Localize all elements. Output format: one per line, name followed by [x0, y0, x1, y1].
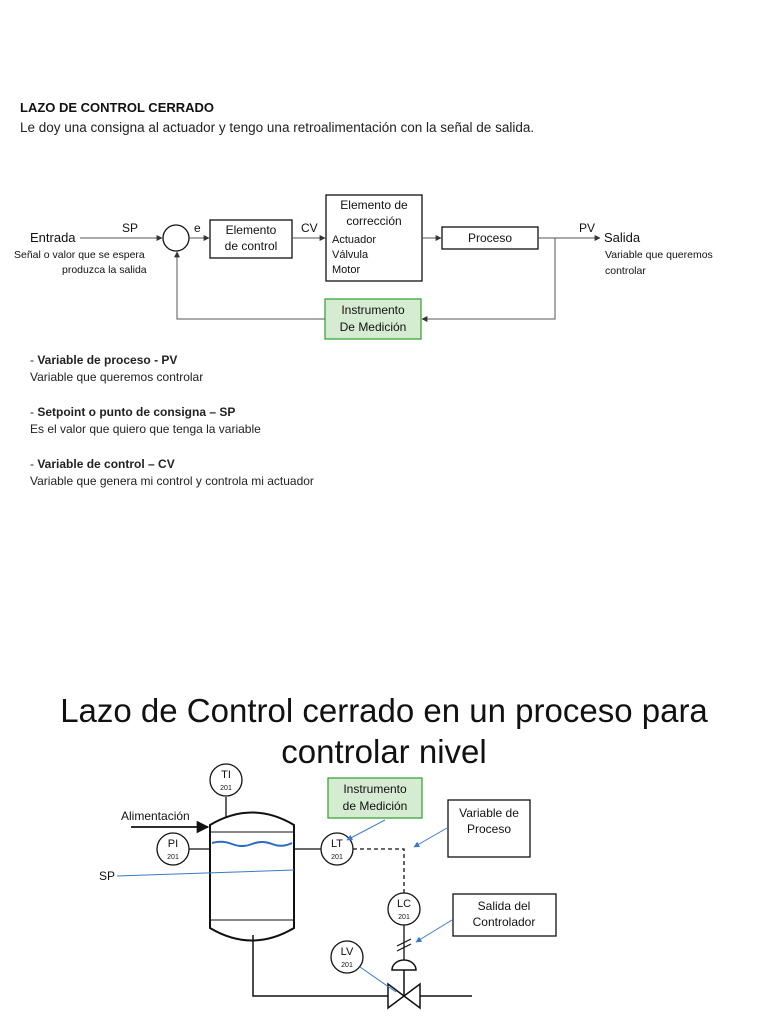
signal-hatch-1	[396, 938, 412, 947]
outlet-pipe	[252, 935, 388, 997]
pv-box-label-2: Proceso	[467, 822, 511, 836]
output-label: Salida	[604, 230, 641, 245]
sensor-label-1: Instrumento	[341, 303, 405, 317]
control-valve	[387, 982, 421, 1010]
instrument-label-1: Instrumento	[343, 782, 407, 796]
sp-line	[116, 869, 295, 877]
pv-box-label-1: Variable de	[459, 806, 519, 820]
lt-number: 201	[331, 854, 343, 861]
definition-sp: - Setpoint o punto de consigna – SP Es e…	[30, 405, 261, 436]
instrument-pointer	[346, 819, 386, 841]
pv-label: PV	[579, 221, 595, 235]
definition-cv: - Variable de control – CV Variable que …	[30, 457, 314, 488]
pi-number: 201	[167, 854, 179, 861]
input-note-1: Señal o valor que se espera	[14, 249, 145, 261]
liquid-level	[211, 840, 293, 847]
definition-term: Variable de proceso - PV	[37, 353, 178, 367]
definition-description: Variable que genera mi control y control…	[30, 474, 314, 488]
level-control-title: Lazo de Control cerrado en un proceso pa…	[60, 692, 708, 770]
signal-hatch-2	[396, 943, 412, 952]
ti-number: 201	[220, 785, 232, 792]
lc-number: 201	[398, 914, 410, 921]
correction-title-2: corrección	[346, 214, 401, 228]
output-note-2: controlar	[605, 265, 646, 277]
sensor-label-2: De Medición	[340, 320, 407, 334]
cv-label: CV	[301, 221, 318, 235]
pv-pointer	[413, 827, 448, 848]
lv-tag: LV	[341, 946, 354, 958]
definition-term: Variable de control – CV	[37, 457, 175, 471]
error-label: e	[194, 221, 201, 235]
out-box-label-1: Salida del	[478, 899, 531, 913]
definition-pv: - Variable de proceso - PV Variable que …	[30, 353, 204, 384]
lv-number: 201	[341, 962, 353, 969]
correction-item-valve: Válvula	[332, 249, 369, 261]
sp-label: SP	[99, 869, 115, 883]
controller-label-2: de control	[225, 239, 278, 253]
definition-term: Setpoint o punto de consigna – SP	[37, 405, 236, 419]
signal-line-lt-lc	[353, 848, 405, 893]
section-title: LAZO DE CONTROL CERRADO	[20, 100, 215, 115]
lv-instrument	[330, 940, 364, 974]
input-note-2: produzca la salida	[62, 264, 147, 276]
lv-pointer	[359, 966, 397, 993]
correction-item-actuator: Actuador	[332, 234, 376, 246]
ti-tag: TI	[221, 769, 231, 781]
controller-output-pointer	[415, 919, 453, 943]
controller-block	[209, 219, 293, 259]
block-diagram: Entrada Señal o valor que se espera prod…	[14, 194, 713, 340]
feed-label: Alimentación	[121, 809, 190, 823]
input-label: Entrada	[30, 230, 76, 245]
correction-title-1: Elemento de	[340, 198, 408, 212]
out-box-label-2: Controlador	[473, 915, 536, 929]
pid-diagram: TI 201 Alimentación PI 201 SP LT 201 LC …	[99, 763, 557, 1010]
summing-junction	[162, 224, 190, 252]
definition-description: Es el valor que quiero que tenga la vari…	[30, 422, 261, 436]
instrument-label-2: de Medición	[343, 799, 408, 813]
controller-label-1: Elemento	[226, 223, 277, 237]
sp-label: SP	[122, 221, 138, 235]
measurement-instrument-block	[324, 298, 422, 340]
pi-tag: PI	[168, 838, 178, 850]
definition-description: Variable que queremos controlar	[30, 370, 204, 384]
feedback-line-in	[421, 238, 556, 322]
correction-item-motor: Motor	[332, 264, 360, 276]
lt-tag: LT	[331, 838, 343, 850]
controller-output-box	[452, 893, 557, 937]
lc-tag: LC	[397, 898, 411, 910]
measurement-instrument-box	[327, 777, 423, 819]
ti-instrument	[209, 763, 243, 797]
valve-actuator	[391, 959, 417, 971]
section-subtitle: Le doy una consigna al actuador y tengo …	[20, 120, 535, 135]
feedback-line-out	[174, 251, 325, 320]
output-note-1: Variable que queremos	[605, 249, 713, 261]
correction-element-block	[325, 194, 423, 282]
process-variable-box	[447, 799, 531, 858]
process-label: Proceso	[468, 231, 512, 245]
